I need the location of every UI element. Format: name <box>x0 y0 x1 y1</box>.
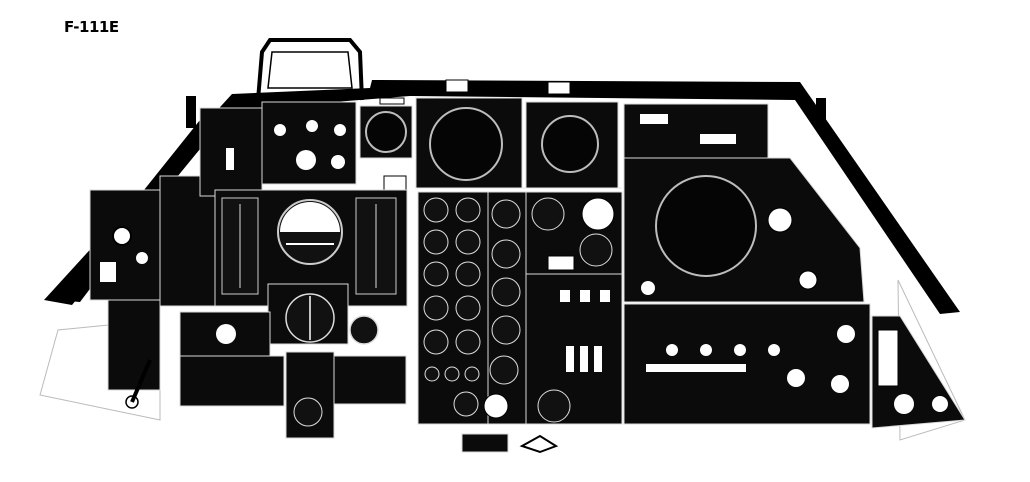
console-switch <box>560 290 570 302</box>
arm-knob-4 <box>331 155 345 169</box>
fuel-gauge-5 <box>489 355 519 385</box>
arm-knob-3 <box>334 124 346 136</box>
left-upper-switch <box>226 148 234 170</box>
engine-gauge <box>453 391 479 417</box>
right-upper-lights-2 <box>700 134 736 144</box>
fuel-selector-knob <box>483 393 509 419</box>
right-upper-panel <box>623 103 769 159</box>
left-wall-light <box>136 252 148 264</box>
radar-control-knob-3 <box>641 281 655 295</box>
standby-attitude-indicator <box>365 111 407 153</box>
right-lower-knobs <box>666 325 855 393</box>
console-switch <box>600 290 610 302</box>
engine-gauge-small <box>424 366 440 382</box>
panel-knob <box>768 344 780 356</box>
arm-knob-2 <box>306 120 318 132</box>
engine-gauge <box>455 229 481 255</box>
left-wall-knob <box>112 226 132 246</box>
cabin-pressure-gauge <box>581 197 615 231</box>
radar-scope-top-light-1 <box>445 79 469 93</box>
lower-left-switch-panel <box>179 355 285 407</box>
hud-glass <box>267 51 353 89</box>
right-upper-lights-1 <box>640 114 668 124</box>
lower-centre-left-panel <box>285 351 335 439</box>
left-lower-console <box>107 299 161 391</box>
adi-sky-hemisphere <box>280 202 340 232</box>
radar-scope-top-light-2 <box>547 81 571 95</box>
lower-centre-panel <box>333 355 407 405</box>
panel-knob <box>837 325 855 343</box>
lower-left-knob <box>216 324 236 344</box>
engine-gauge <box>455 329 481 355</box>
lower-centre-left-gauge <box>293 397 323 427</box>
arm-knob-1 <box>274 124 286 136</box>
console-switch <box>580 346 588 372</box>
right-side-knob-2 <box>932 396 948 412</box>
right-side-indicator-column <box>877 329 899 387</box>
fuel-quantity-gauge <box>491 199 521 229</box>
engine-gauge <box>455 197 481 223</box>
console-switch <box>580 290 590 302</box>
engine-gauge <box>423 261 449 287</box>
engine-gauge <box>423 229 449 255</box>
engine-gauge <box>423 295 449 321</box>
radar-control-knob-2 <box>798 270 818 290</box>
radar-control-knob-1 <box>767 207 793 233</box>
armament-panel <box>261 101 357 185</box>
panel-knob <box>700 344 712 356</box>
radar-scope <box>429 107 503 181</box>
console-switch <box>566 346 574 372</box>
engine-gauge-small <box>464 366 480 382</box>
fuel-gauge-2 <box>491 239 521 269</box>
nav-counter <box>547 255 575 271</box>
parking-brake-handle <box>519 434 559 454</box>
fuel-gauge-3 <box>491 277 521 307</box>
engine-gauge <box>455 261 481 287</box>
fuel-gauge-4 <box>491 315 521 345</box>
centre-console-switches <box>560 290 610 372</box>
right-standby-indicator <box>816 98 826 128</box>
terrain-following-scope <box>541 115 599 173</box>
nav-gauge-1 <box>531 197 565 231</box>
attack-radar-scope <box>655 175 757 277</box>
panel-knob <box>831 375 849 393</box>
engine-gauge <box>423 197 449 223</box>
right-side-knob-1 <box>894 394 914 414</box>
left-standby-compass <box>186 96 196 128</box>
master-caution-light <box>383 175 407 191</box>
nav-gauge-2 <box>579 233 613 267</box>
engine-gauge-small <box>444 366 460 382</box>
console-switch <box>594 346 602 372</box>
engine-gauges <box>423 197 481 417</box>
aoa-indicator <box>349 315 379 345</box>
panel-knob <box>787 369 805 387</box>
console-selector-dial <box>537 389 571 423</box>
right-lower-pushbutton-row <box>646 364 746 372</box>
engine-gauge <box>455 295 481 321</box>
standby-label <box>379 97 405 105</box>
arm-selector-knob <box>296 150 316 170</box>
left-wall-placard <box>100 262 116 282</box>
lower-centre-switch-box <box>461 433 509 453</box>
hud-frame <box>256 38 364 101</box>
panel-knob <box>666 344 678 356</box>
throttle-lever <box>130 359 152 403</box>
panel-knob <box>734 344 746 356</box>
diagram-title: F-111E <box>64 18 119 36</box>
engine-gauge <box>423 329 449 355</box>
